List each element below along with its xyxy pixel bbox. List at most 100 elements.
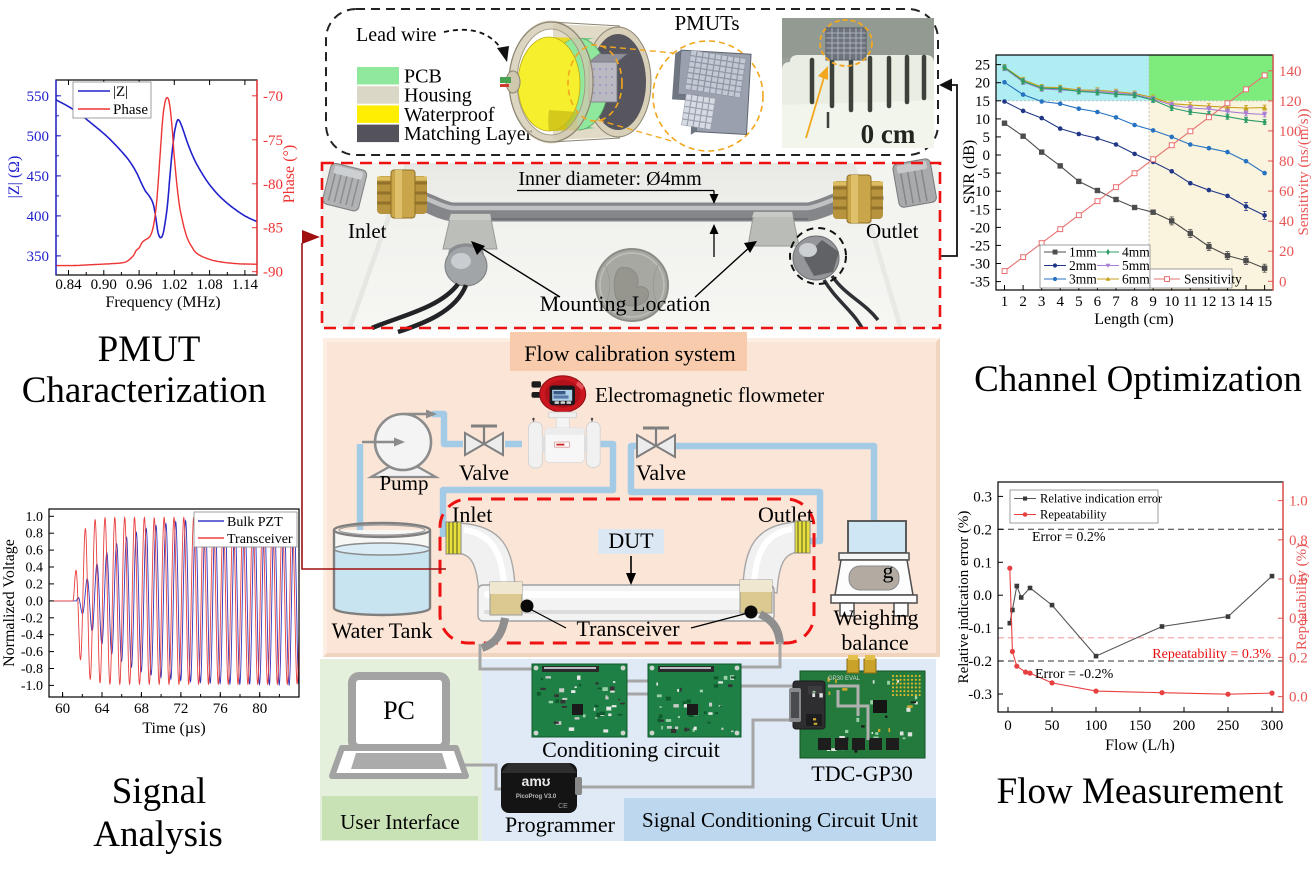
svg-text:Error = 0.2%: Error = 0.2% <box>1032 530 1106 545</box>
svg-text:Repeatability = 0.3%: Repeatability = 0.3% <box>1152 647 1271 662</box>
svg-text:-85: -85 <box>263 221 283 237</box>
svg-text:0.4: 0.4 <box>26 561 44 576</box>
svg-text:PMUT: PMUT <box>98 329 201 370</box>
svg-text:-25: -25 <box>970 238 990 254</box>
svg-text:Sensitivity (ns/(m/s)): Sensitivity (ns/(m/s)) <box>1296 108 1312 235</box>
svg-text:-75: -75 <box>263 133 283 149</box>
svg-text:0: 0 <box>983 148 991 164</box>
svg-text:15: 15 <box>1257 294 1272 310</box>
svg-text:0.90: 0.90 <box>91 277 117 293</box>
svg-text:PCB: PCB <box>404 66 442 88</box>
svg-text:12: 12 <box>1201 294 1216 310</box>
svg-text:balance: balance <box>841 630 908 655</box>
svg-text:0.0: 0.0 <box>973 588 992 604</box>
svg-text:CE: CE <box>558 803 568 810</box>
svg-text:-35: -35 <box>970 275 990 291</box>
svg-text:2: 2 <box>1019 294 1027 310</box>
svg-text:Repeatability (%): Repeatability (%) <box>1294 544 1310 650</box>
svg-text:0.0: 0.0 <box>1289 690 1308 706</box>
svg-text:0 cm: 0 cm <box>861 119 916 149</box>
svg-text:PicoProg V3.0: PicoProg V3.0 <box>516 794 557 800</box>
svg-text:68: 68 <box>134 701 149 717</box>
svg-text:Housing: Housing <box>404 85 472 107</box>
svg-text:25: 25 <box>975 58 990 74</box>
svg-text:Phase (°): Phase (°) <box>281 145 298 203</box>
svg-text:Analysis: Analysis <box>93 814 223 855</box>
svg-text:-10: -10 <box>970 184 990 200</box>
svg-text:Bulk PZT: Bulk PZT <box>227 515 283 530</box>
svg-text:80: 80 <box>252 701 267 717</box>
svg-text:140: 140 <box>1279 64 1302 80</box>
svg-text:0.96: 0.96 <box>126 277 153 293</box>
svg-text:-0.2: -0.2 <box>21 611 43 626</box>
svg-text:7: 7 <box>1112 294 1120 310</box>
svg-text:Flow (L/h): Flow (L/h) <box>1105 737 1175 754</box>
svg-text:DUT: DUT <box>608 528 654 553</box>
svg-text:0.2: 0.2 <box>1289 650 1308 666</box>
svg-text:-90: -90 <box>263 265 283 281</box>
svg-text:14: 14 <box>1239 294 1255 310</box>
svg-text:-15: -15 <box>970 202 990 218</box>
svg-text:Flow calibration system: Flow calibration system <box>524 341 735 366</box>
svg-text:|Z| (Ω): |Z| (Ω) <box>6 156 23 199</box>
svg-text:10: 10 <box>975 112 990 128</box>
svg-text:0.6: 0.6 <box>26 544 44 559</box>
svg-text:-0.1: -0.1 <box>968 621 992 637</box>
svg-text:Signal Conditioning Circuit Un: Signal Conditioning Circuit Unit <box>642 808 918 832</box>
svg-text:0.3: 0.3 <box>973 489 992 505</box>
svg-text:-0.4: -0.4 <box>21 628 43 643</box>
svg-text:5: 5 <box>1075 294 1083 310</box>
svg-text:5: 5 <box>983 130 991 146</box>
svg-text:Channel Optimization: Channel Optimization <box>974 359 1302 400</box>
svg-text:6: 6 <box>1094 294 1102 310</box>
svg-text:0.84: 0.84 <box>55 277 82 293</box>
svg-text:-5: -5 <box>978 166 991 182</box>
svg-text:0.2: 0.2 <box>26 577 44 592</box>
svg-text:Outlet: Outlet <box>866 219 919 243</box>
svg-text:3mm: 3mm <box>1069 272 1097 287</box>
svg-text:50: 50 <box>1045 718 1060 734</box>
svg-text:-80: -80 <box>263 177 283 193</box>
svg-text:|Z|: |Z| <box>113 84 128 100</box>
svg-text:150: 150 <box>1129 718 1152 734</box>
svg-text:40: 40 <box>1279 214 1294 230</box>
svg-text:-70: -70 <box>263 89 283 105</box>
svg-text:250: 250 <box>1217 718 1240 734</box>
svg-text:8: 8 <box>1131 294 1139 310</box>
svg-text:Inlet: Inlet <box>348 219 387 243</box>
svg-text:-30: -30 <box>970 257 990 273</box>
svg-text:Lead wire: Lead wire <box>356 24 437 46</box>
svg-text:Inner diameter: Ø4mm: Inner diameter: Ø4mm <box>518 168 702 190</box>
svg-text:200: 200 <box>1173 718 1196 734</box>
svg-text:1: 1 <box>1001 294 1009 310</box>
svg-text:9: 9 <box>1149 294 1157 310</box>
svg-text:0.4: 0.4 <box>1289 611 1308 627</box>
svg-text:76: 76 <box>213 701 229 717</box>
svg-text:-0.3: -0.3 <box>968 687 992 703</box>
svg-text:GP30 EVAL: GP30 EVAL <box>828 676 861 682</box>
svg-text:-0.2: -0.2 <box>968 654 992 670</box>
svg-text:Pump: Pump <box>379 471 428 495</box>
svg-text:User Interface: User Interface <box>340 810 460 834</box>
svg-text:0.8: 0.8 <box>26 527 44 542</box>
svg-text:13: 13 <box>1220 294 1235 310</box>
svg-text:Relative indication error: Relative indication error <box>1040 492 1163 506</box>
svg-text:20: 20 <box>975 76 990 92</box>
svg-text:-0.6: -0.6 <box>21 645 43 660</box>
svg-text:1.0: 1.0 <box>1289 494 1308 510</box>
svg-text:60: 60 <box>1279 184 1294 200</box>
svg-text:Relative indication error (%): Relative indication error (%) <box>956 511 972 684</box>
svg-text:Electromagnetic flowmeter: Electromagnetic flowmeter <box>595 383 824 407</box>
svg-text:64: 64 <box>95 701 111 717</box>
svg-text:0.1: 0.1 <box>973 555 992 571</box>
svg-text:1.02: 1.02 <box>161 277 187 293</box>
svg-text:Frequency (MHz): Frequency (MHz) <box>105 294 220 311</box>
svg-text:10: 10 <box>1164 294 1179 310</box>
svg-text:Flow Measurement: Flow Measurement <box>997 771 1284 812</box>
svg-text:550: 550 <box>27 89 50 105</box>
svg-text:Error = -0.2%: Error = -0.2% <box>1035 667 1114 682</box>
svg-text:1.08: 1.08 <box>196 277 222 293</box>
svg-text:PC: PC <box>383 696 415 725</box>
svg-text:0.8: 0.8 <box>1289 533 1308 549</box>
svg-text:Length (cm): Length (cm) <box>1094 311 1174 328</box>
